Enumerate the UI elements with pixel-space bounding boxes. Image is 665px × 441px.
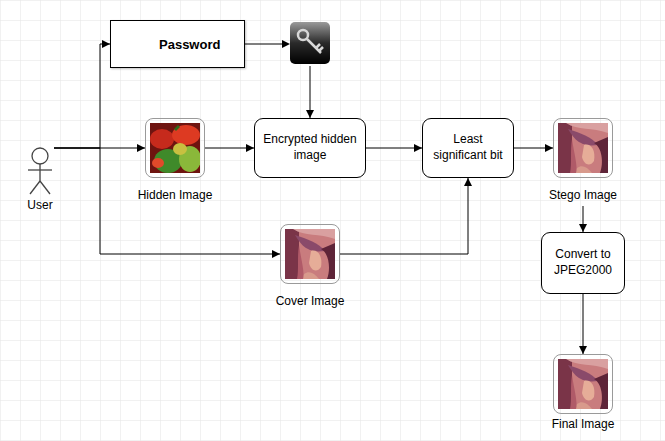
arrow-head [282, 40, 290, 48]
connector [245, 44, 310, 118]
image-box: Hidden Image [145, 118, 205, 178]
process-box: Encrypted hidden image [254, 118, 366, 178]
image-label: Cover Image [276, 294, 345, 308]
caption: Cover Image [276, 294, 345, 308]
box-label: Encrypted hidden image [261, 132, 359, 163]
connector [54, 44, 110, 148]
box-label: Convert to JPEG2000 [548, 247, 618, 278]
image-label: Stego Image [549, 188, 617, 202]
stego-picture [558, 123, 608, 173]
input-box: Password [110, 20, 245, 68]
connector [583, 206, 584, 232]
process-box: Convert to JPEG2000 [541, 232, 625, 294]
caption: Final Image [552, 417, 615, 431]
box-label: Password [159, 37, 220, 52]
caption: User [27, 198, 52, 212]
hidden-picture [150, 123, 201, 173]
connector [54, 148, 280, 254]
box-label: Least significant bit [429, 132, 507, 163]
image-label: Final Image [552, 417, 615, 431]
image-box: Stego Image [553, 118, 613, 178]
image-label: User [27, 198, 52, 212]
image-box: Final Image [553, 354, 613, 414]
user-actor: User [26, 146, 54, 194]
connector [583, 294, 584, 354]
final-picture [558, 359, 608, 409]
key-icon [282, 22, 330, 64]
image-label: Hidden Image [138, 188, 213, 202]
user-figure [28, 148, 52, 194]
connector [205, 148, 254, 149]
connector [366, 148, 422, 149]
cover-picture [285, 229, 335, 279]
image-box: Cover Image [280, 224, 340, 284]
caption: Hidden Image [138, 188, 213, 202]
connector [340, 178, 468, 254]
caption: Stego Image [549, 188, 617, 202]
process-box: Least significant bit [422, 118, 514, 178]
connector [514, 148, 553, 149]
